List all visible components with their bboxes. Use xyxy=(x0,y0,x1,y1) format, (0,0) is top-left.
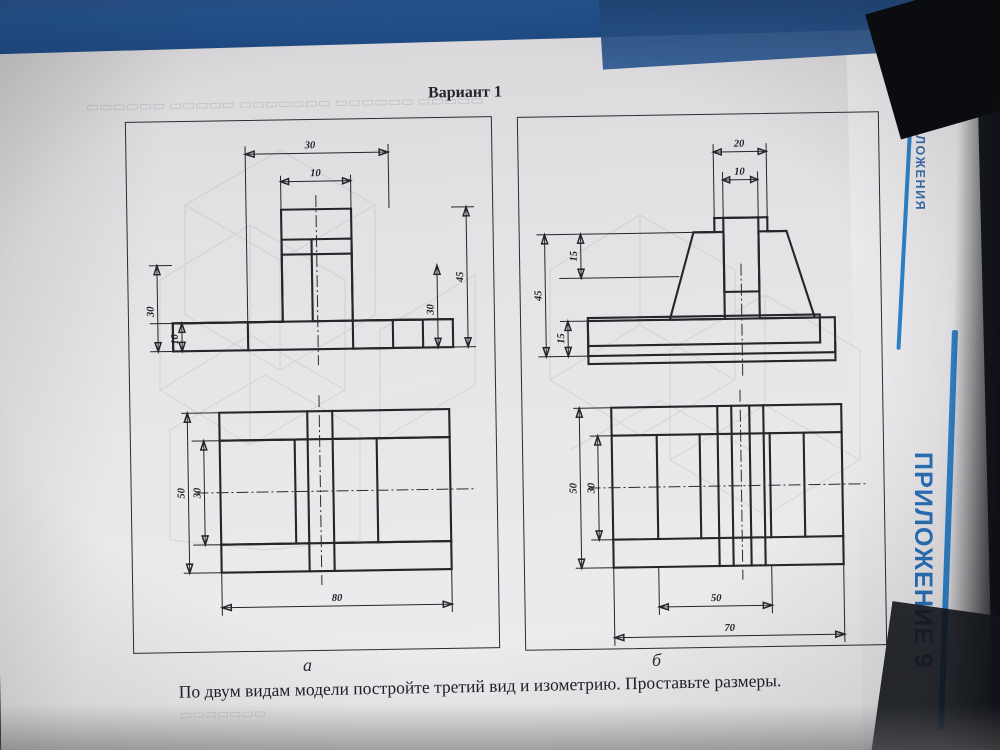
dim-a-top-left-30: 30 xyxy=(192,487,203,499)
dim-b-front-left-45: 45 xyxy=(533,291,544,303)
dim-a-front-right-30: 30 xyxy=(426,303,437,315)
figure-a-letter: а xyxy=(303,655,312,675)
dim-a-front-top-30: 30 xyxy=(304,140,316,151)
dim-b-top-left-30: 30 xyxy=(586,482,597,494)
dim-b-front-left-15-lower: 15 xyxy=(556,333,567,344)
figure-b-letter: б xyxy=(652,650,662,670)
dim-b-top-left-50: 50 xyxy=(568,482,579,493)
dim-a-front-left-10: 10 xyxy=(170,333,181,344)
dim-b-front-top-10: 10 xyxy=(734,167,745,178)
photo-dark-corner-bottom xyxy=(868,601,1000,750)
dim-b-top-bottom-50: 50 xyxy=(711,593,722,604)
figure-b-drawing: 20 10 15 45 15 xyxy=(533,139,867,646)
dim-a-front-top-10: 10 xyxy=(310,168,321,179)
dim-a-top-left-50: 50 xyxy=(176,487,187,498)
dim-b-front-top-20: 20 xyxy=(733,139,745,150)
dim-b-top-bottom-70: 70 xyxy=(724,623,735,634)
dim-b-front-left-15-upper: 15 xyxy=(569,251,580,262)
figure-a-drawing: 30 10 30 10 45 30 xyxy=(146,140,477,616)
dim-a-front-right-45: 45 xyxy=(455,272,466,284)
dim-a-front-left-30: 30 xyxy=(146,306,157,318)
dim-a-top-bottom-80: 80 xyxy=(332,593,343,604)
